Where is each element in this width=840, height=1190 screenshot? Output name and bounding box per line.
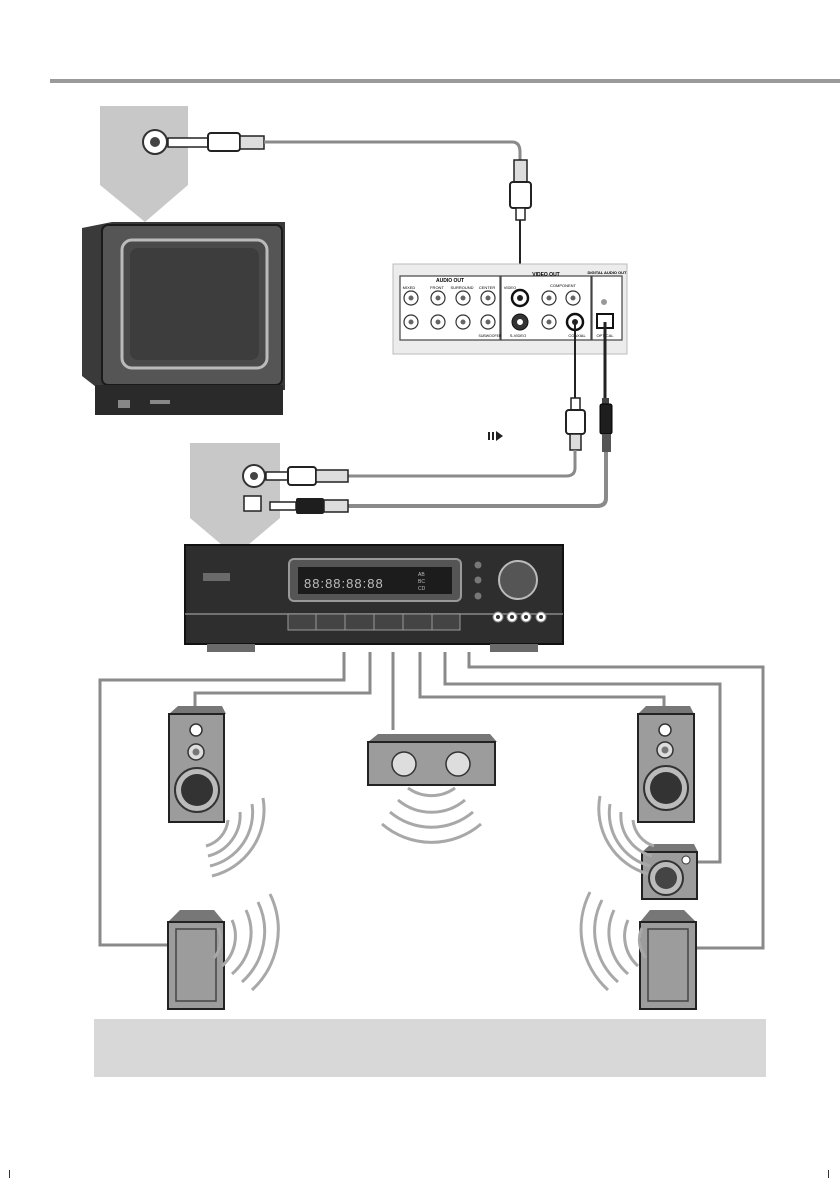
svideo-label: S-VIDEO	[510, 333, 526, 338]
surround-left-speaker	[167, 910, 225, 1010]
coax-plug	[565, 397, 586, 451]
note-box	[94, 1019, 766, 1077]
center-speaker	[367, 734, 497, 786]
television	[82, 222, 285, 415]
coax-cable	[348, 450, 577, 478]
tv-video-input-callout	[100, 106, 188, 222]
video-cable	[264, 140, 522, 160]
front-right-speaker	[637, 706, 695, 823]
coaxial-label: COAXIAL	[568, 333, 586, 338]
dvd-rear-panel: AUDIO OUT VIDEO OUT DIGITAL AUDIO OUT MI…	[392, 263, 628, 355]
video-out-label: VIDEO OUT	[532, 272, 560, 278]
front-label: FRONT	[430, 285, 444, 290]
speaker-cables	[98, 652, 765, 950]
front-left-speaker	[168, 706, 226, 823]
subwoofer-speaker	[641, 844, 698, 900]
surround-right-speaker	[639, 910, 697, 1010]
volume-knob	[498, 560, 538, 600]
optical-plug-receiver	[269, 498, 349, 514]
receiver-display: 88:88:88:88	[304, 576, 384, 591]
subwoofer-label: SUBWOOFER	[479, 334, 502, 338]
video-label: VIDEO	[504, 285, 516, 290]
display-small-1: AB	[418, 572, 425, 578]
digital-audio-out-label: DIGITAL AUDIO OUT	[587, 270, 627, 275]
crop-mark-left	[9, 1170, 10, 1178]
audio-out-label: AUDIO OUT	[436, 278, 464, 284]
arrow-right-icon	[488, 431, 503, 441]
sound-waves	[205, 786, 655, 992]
rca-plug-panel	[509, 159, 532, 221]
optical-cable	[348, 452, 608, 508]
av-receiver: 88:88:88:88 AB BC CD	[184, 544, 564, 652]
receiver-digital-input-callout	[190, 443, 280, 556]
crop-mark-right	[828, 1170, 829, 1178]
rca-plug-tv	[167, 132, 265, 152]
surround-label: SURROUND	[450, 285, 473, 290]
display-small-3: CD	[418, 586, 426, 592]
coax-plug-receiver	[265, 466, 349, 486]
component-label: COMPONENT	[550, 283, 577, 288]
optical-plug	[599, 398, 613, 452]
header-rule	[50, 79, 840, 83]
center-label: CENTER	[479, 285, 496, 290]
display-small-2: BC	[418, 579, 425, 585]
mixed-label: MIXED	[403, 285, 416, 290]
